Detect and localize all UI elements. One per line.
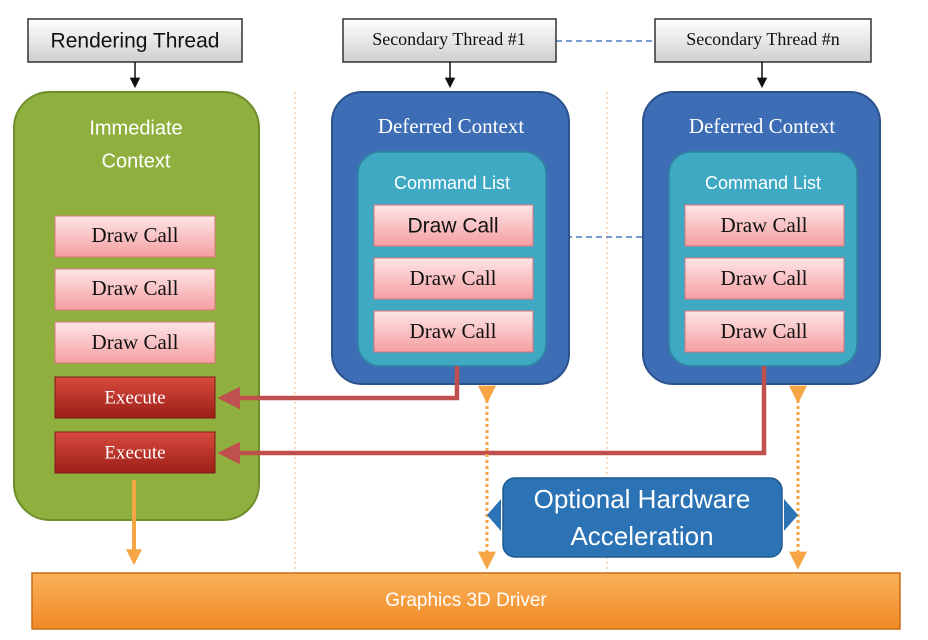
optional-hw-line2: Acceleration (570, 521, 713, 551)
right-arrow-head-icon (784, 499, 798, 531)
execute-arrow-1 (217, 366, 460, 410)
draw-call-label: Draw Call (92, 330, 179, 354)
deferred-context-1: Deferred Context Command List Draw Call … (331, 91, 570, 385)
execute-label: Execute (104, 387, 165, 408)
deferred-context-1-title: Deferred Context (378, 114, 525, 138)
deferred-context-n-title: Deferred Context (689, 114, 836, 138)
execute-box-1: Execute (54, 376, 216, 419)
deferredn-draw-call-3: Draw Call (684, 310, 845, 353)
draw-call-label: Draw Call (410, 266, 497, 290)
rendering-thread-box: Rendering Thread (27, 18, 243, 63)
draw-call-label: Draw Call (721, 213, 808, 237)
secondary-thread-1-box: Secondary Thread #1 (342, 18, 557, 63)
draw-call-label: Draw Call (92, 276, 179, 300)
optional-hardware-acceleration: Optional Hardware Acceleration (487, 477, 798, 558)
immediate-draw-call-3: Draw Call (54, 321, 216, 364)
deferredn-draw-call-1: Draw Call (684, 204, 845, 247)
draw-call-label: Draw Call (410, 319, 497, 343)
command-list-n: Command List Draw Call Draw Call Draw Ca… (668, 151, 858, 367)
draw-call-label: Draw Call (407, 215, 498, 238)
graphics-3d-driver-label: Graphics 3D Driver (385, 590, 547, 611)
execute-arrow-2 (217, 366, 767, 465)
graphics-3d-driver: Graphics 3D Driver (31, 572, 901, 630)
deferred1-draw-call-1: Draw Call (373, 204, 534, 247)
immediate-draw-call-1: Draw Call (54, 215, 216, 258)
secondary-thread-n-label: Secondary Thread #n (686, 29, 840, 49)
secondary-thread-1-label: Secondary Thread #1 (372, 29, 526, 49)
immediate-draw-call-2: Draw Call (54, 268, 216, 311)
command-list-1-title: Command List (394, 173, 510, 193)
execute-label: Execute (104, 442, 165, 463)
draw-call-label: Draw Call (721, 266, 808, 290)
immediate-context: Immediate Context Draw Call Draw Call Dr… (13, 91, 260, 521)
left-arrow-head-icon (487, 499, 501, 531)
deferred1-draw-call-3: Draw Call (373, 310, 534, 353)
command-list-n-title: Command List (705, 173, 821, 193)
command-list-1: Command List Draw Call Draw Call Draw Ca… (357, 151, 547, 367)
deferred-context-n: Deferred Context Command List Draw Call … (642, 91, 881, 385)
deferredn-draw-call-2: Draw Call (684, 257, 845, 300)
immediate-context-title-line2: Context (102, 150, 171, 172)
draw-call-label: Draw Call (92, 223, 179, 247)
immediate-context-title-line1: Immediate (89, 117, 182, 139)
draw-call-label: Draw Call (721, 319, 808, 343)
execute-box-2: Execute (54, 431, 216, 474)
deferred1-draw-call-2: Draw Call (373, 257, 534, 300)
rendering-thread-label: Rendering Thread (51, 30, 220, 53)
secondary-thread-n-box: Secondary Thread #n (654, 18, 872, 63)
optional-hw-line1: Optional Hardware (534, 484, 751, 514)
